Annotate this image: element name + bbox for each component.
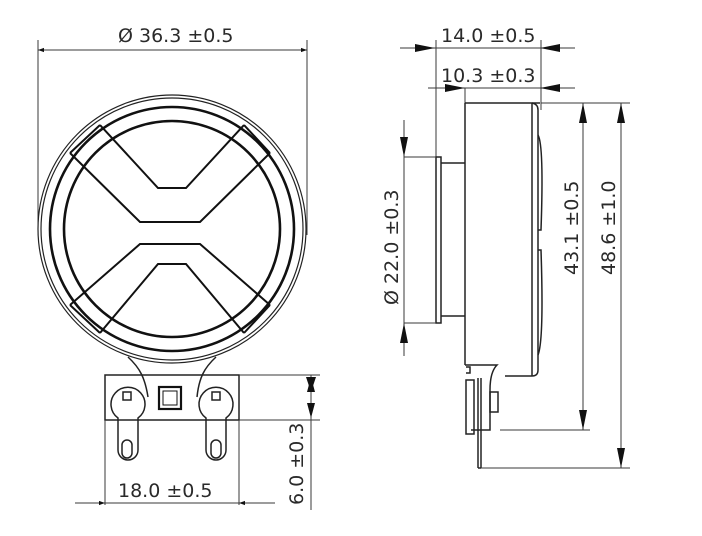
terminal-lug-right [198, 386, 234, 461]
front-diameter-label: Ø 22.0 ±0.3 [381, 190, 403, 305]
outer-diameter-label: Ø 36.3 ±0.5 [118, 25, 233, 47]
total-height-label: 48.6 ±1.0 [598, 181, 620, 275]
body-height-label: 43.1 ±0.5 [561, 181, 583, 275]
total-depth-label: 14.0 ±0.5 [441, 25, 535, 47]
terminal-length-label: 6.0 ±0.3 [286, 423, 308, 505]
terminal-block [104, 374, 240, 461]
x-grille [69, 124, 271, 334]
neck-right [196, 356, 217, 398]
neck-left [127, 356, 149, 398]
front-view [37, 40, 320, 510]
side-view [400, 40, 630, 469]
terminal-lug-left [110, 386, 146, 461]
body-side [435, 102, 543, 469]
terminal-width-label: 18.0 ±0.5 [118, 480, 212, 502]
body-depth-label: 10.3 ±0.3 [441, 65, 535, 87]
housing-rings [37, 94, 307, 364]
